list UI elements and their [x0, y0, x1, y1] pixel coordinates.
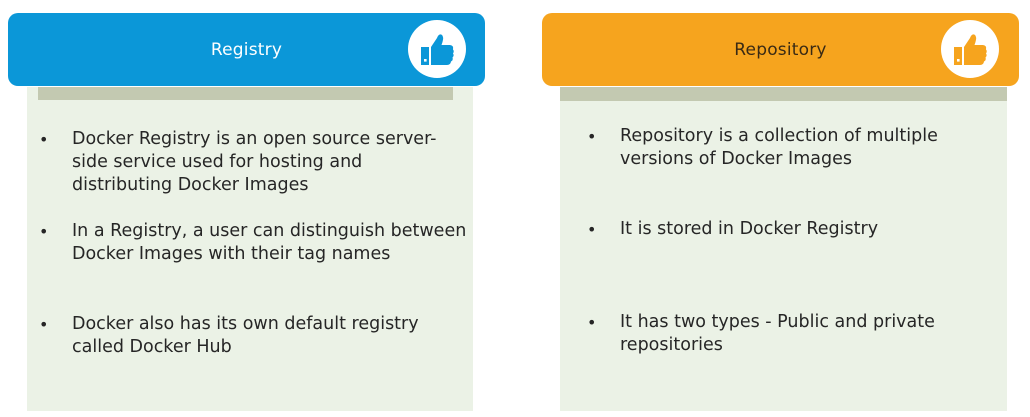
thumbs-up-icon [941, 20, 999, 78]
bullet-icon: • [587, 313, 597, 332]
list-item: • It has two types - Public and private r… [575, 311, 1005, 357]
registry-title: Registry [210, 39, 283, 60]
list-item: • In a Registry, a user can distinguish b… [27, 220, 467, 266]
bullet-icon: • [39, 222, 49, 241]
list-item: • Repository is a collection of multiple … [575, 125, 1005, 171]
bullet-icon: • [39, 130, 49, 149]
list-item-text: In a Registry, a user can distinguish be… [72, 221, 467, 264]
repository-header: Repository [542, 13, 1019, 86]
registry-card-body [27, 87, 473, 411]
bullet-icon: • [587, 220, 597, 239]
repository-card-body [560, 87, 1007, 411]
list-item-text: Docker also has its own default registry… [72, 314, 419, 357]
list-item: • Docker Registry is an open source serve… [27, 128, 467, 197]
list-item-text: It is stored in Docker Registry [620, 219, 879, 239]
list-item: • It is stored in Docker Registry [575, 218, 1005, 241]
list-item-text: It has two types - Public and private re… [620, 312, 935, 355]
thumbs-up-icon [408, 20, 466, 78]
registry-header: Registry [8, 13, 485, 86]
list-item: • Docker also has its own default registr… [27, 313, 467, 359]
registry-card-shade [38, 87, 453, 100]
list-item-text: Docker Registry is an open source server… [72, 129, 437, 195]
repository-card-shade [560, 87, 1007, 101]
repository-title: Repository [734, 39, 827, 60]
bullet-icon: • [587, 127, 597, 146]
list-item-text: Repository is a collection of multiple v… [620, 126, 938, 169]
bullet-icon: • [39, 315, 49, 334]
